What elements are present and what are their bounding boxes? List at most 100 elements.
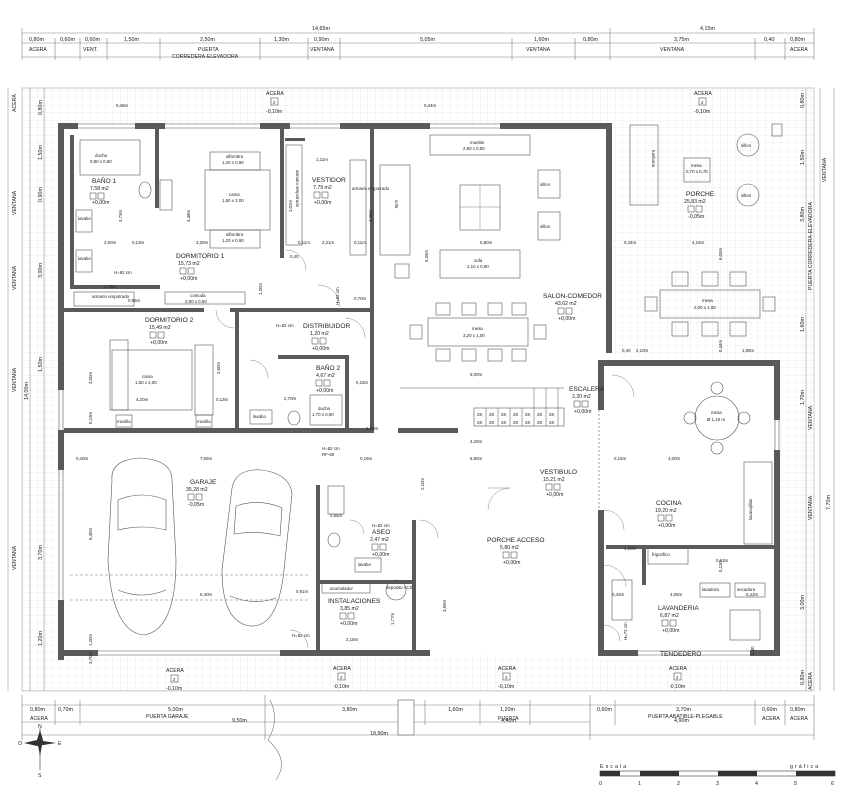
side_dimensions-2: 0,90m (38, 187, 44, 202)
rooms-4-area: 1,20 m2 (310, 331, 329, 337)
inner_dims-60: 4,05m (670, 592, 683, 597)
inner_dims-25: 0,13m (216, 397, 229, 402)
rooms-2-level: +0,00m (314, 200, 331, 206)
living-dining-furniture: mueble 2,80 x 0,50 sofa sofa 2,10 x 0,90… (379, 134, 561, 362)
inner_dims-62: H=72 cm (623, 622, 628, 640)
furniture-alfombra_dim: 1,20 x 0,90 (222, 238, 244, 243)
side_labels-1: VENTANA (12, 190, 18, 215)
porch-furniture: tumbona mesa 0,70 x 0,70 sillon sillon m… (629, 123, 783, 337)
furniture-sofa_dim: 2,10 x 0,90 (467, 264, 489, 269)
side_labels-5: VENTANA (822, 157, 828, 182)
scale-ticks-3: 3 (716, 781, 719, 787)
steps-1: 28 (489, 412, 494, 417)
side_dimensions-11: 1,60m (800, 317, 806, 332)
furniture-armario_emp: armario empotrado (295, 170, 300, 208)
furniture-alfombra: alfombra (226, 232, 244, 237)
inner_dims-11: 0,11m (354, 240, 366, 245)
bottom_dimensions-labels-2: PUERTA (498, 716, 519, 722)
acera-level: -0,10m (266, 109, 282, 115)
steps-12: 28 (537, 420, 542, 425)
top_dimensions-labels-5: VENTANA (526, 47, 551, 53)
top_dimensions-labels-7: ACERA (790, 47, 808, 53)
steps-5: 28 (537, 412, 542, 417)
bedroom-2-furniture: cama 1,50 x 2,00 mesilla mesilla (109, 339, 214, 428)
inner_dims-39: 4,15m (692, 240, 705, 245)
inner_dims-10: 2,21m (322, 240, 335, 245)
bottom_dimensions-row-4: 1,60m (448, 707, 463, 713)
room-bano-2: BAÑO 24,67 m2+0,00m (315, 363, 341, 394)
inner_dims-31: 2,10m (420, 477, 425, 490)
inner_dims-33: 0,15m (614, 456, 627, 461)
side_dimensions-4: 14,00m (24, 382, 30, 400)
inner_dims-7: 0,40 (290, 254, 299, 259)
inner_dims-61: 0,43m (746, 592, 759, 597)
inner_dims-43: 0,44m (718, 339, 723, 352)
inner_dims-13: 4,20m (368, 209, 373, 222)
inner_dims-63: 0,40 (750, 646, 755, 655)
inner_dims-4: 0,13m (132, 240, 145, 245)
inner_dims-5: 3,30m (196, 240, 209, 245)
acera-level: -0,10m (669, 684, 685, 690)
scale-ticks-0: 0 (599, 781, 602, 787)
inner_dims-16: 1,79m (104, 284, 117, 289)
inner_dims-47: 6,40m (200, 592, 213, 597)
bedroom-1-furniture: alfombra 1,20 x 0,90 cama 1,50 x 2,00 al… (159, 151, 271, 305)
rooms-1-level: +0,00m (180, 276, 197, 282)
furniture-armario_emp: armario empotrado (352, 186, 390, 191)
furniture-ducha1: ducha (95, 153, 108, 158)
rooms-4-name: DISTRIBUIDOR (303, 323, 350, 330)
rooms-8-level: +0,00m (574, 409, 591, 415)
acera-num: 2 (701, 100, 704, 105)
furniture-mesilla: mesilla (117, 419, 131, 424)
inner_dims-55: 1,77m (390, 612, 395, 625)
inner_dims-12: 1,11m (316, 157, 328, 162)
inner_dims-53: H=82 cm (372, 523, 390, 528)
side_labels-8: VENTANA (808, 495, 814, 520)
rooms-4-level: +0,00m (312, 346, 329, 352)
inner_dims-2: 3,79m (118, 209, 123, 222)
top_dimensions-row-5: 1,30m (274, 37, 289, 43)
furniture-mesa1: mesa (472, 326, 483, 331)
bottom_dimensions-row-3: 3,80m (342, 707, 357, 713)
rooms-7-name: PORCHE (686, 191, 715, 198)
side_dimensions-7: 1,20m (38, 631, 44, 646)
door-swings (70, 249, 635, 649)
inner_dims-42: 1,85m (742, 348, 755, 353)
room-labels: BAÑO 17,58 m2+0,00m DORMITORIO 115,73 m2… (89, 176, 715, 658)
top_dimensions-row-4: 2,50m (200, 37, 215, 43)
furniture-cama1_dim: 1,50 x 2,00 (222, 198, 244, 203)
room-dormitorio-2: DORMITORIO 215,49 m2+0,00m (145, 317, 194, 346)
kitchen-furniture: mesa Ø 1,10 m frigorifico lavavajillas (647, 381, 773, 565)
rooms-5-level: +0,00m (316, 388, 333, 394)
rooms-13-level: +0,00m (503, 560, 520, 566)
side_dimensions-12: 1,70m (800, 390, 806, 405)
steps-9: 28 (501, 420, 506, 425)
furniture-lavabo: lavabo (78, 216, 91, 221)
furniture-mesa4_dim: Ø 1,10 m (707, 417, 725, 422)
top_dimensions-row-8: 1,60m (534, 37, 549, 43)
laundry-fixtures: lavadora secadora (611, 579, 766, 641)
acera-num: 2 (676, 675, 679, 680)
inner_dims-45: 0,13m (718, 559, 723, 572)
scale-label2: gráfica (790, 764, 820, 770)
inner_dims-65: H=82 cm (322, 446, 340, 451)
rooms-6-level: +0,00m (558, 316, 575, 322)
inner_dims-23: 3,60m (216, 361, 221, 374)
bottom_dimensions-row-8: 0,60m (762, 707, 777, 713)
scale-label1: Escala (600, 764, 628, 770)
rooms-9-level: -0,05m (188, 502, 204, 508)
top_dimensions-row-3: 1,50m (124, 37, 139, 43)
inner_dims-49: 1,20m (88, 633, 93, 646)
inner_dims-27: 0,40m (76, 456, 89, 461)
steps-6: 28 (549, 412, 554, 417)
rooms-15-level: +0,00m (662, 628, 679, 634)
north-e: E (58, 741, 62, 747)
inner_dims-26: 0,19m (88, 411, 93, 424)
